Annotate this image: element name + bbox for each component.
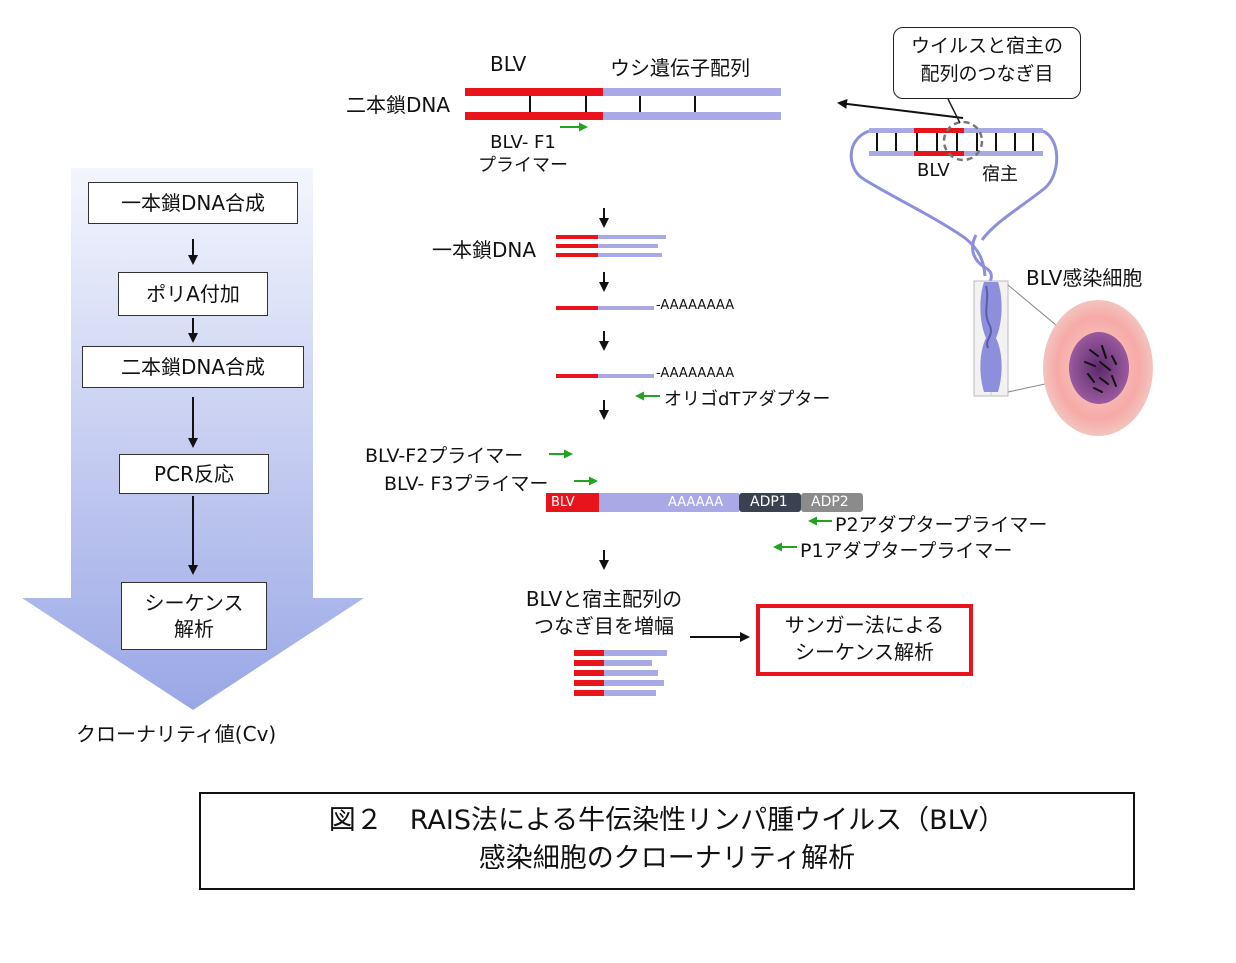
caption-line-2: 感染細胞のクローナリティ解析 xyxy=(478,843,856,874)
flow-step-ssdna-synthesis: 一本鎖DNA合成 xyxy=(88,182,298,224)
infected-cell-label: BLV感染細胞 xyxy=(1026,266,1143,290)
callout-pointer xyxy=(947,98,961,124)
ssdna-lines xyxy=(556,235,666,257)
chromosome xyxy=(973,280,1009,397)
zoom-arrow xyxy=(837,98,964,119)
junction-circle xyxy=(942,120,984,162)
flow-step-polya-addition: ポリA付加 xyxy=(118,272,268,316)
oligo-dt-adapter-label: オリゴdTアダプター xyxy=(664,389,831,410)
pcr-construct xyxy=(546,493,863,512)
nucleus-chromosomes xyxy=(1084,345,1117,393)
p2-adapter-primer-label: P2アダプタープライマー xyxy=(835,514,1048,536)
clonality-value-label: クローナリティ値(Cv) xyxy=(76,722,277,746)
f1-primer-label: BLV- F1 プライマー xyxy=(478,132,568,176)
dsdna-label: 二本鎖DNA xyxy=(346,93,451,117)
p1-adapter-primer-label: P1アダプタープライマー xyxy=(800,540,1013,562)
cell-host-label: 宿主 xyxy=(982,164,1018,185)
pcr-polya-segment: AAAAAA xyxy=(668,495,724,510)
f3-primer-label: BLV- F3プライマー xyxy=(384,473,549,495)
dsdna-strands xyxy=(465,88,781,120)
pcr-adp2-segment: ADP2 xyxy=(811,494,849,510)
ssdna-label: 一本鎖DNA xyxy=(432,238,537,262)
pcr-adp1-segment: ADP1 xyxy=(750,494,788,510)
caption-line-1: 図２ RAIS法による牛伝染性リンパ腫ウイルス（BLV） xyxy=(328,805,1006,836)
flow-step-dsdna-synthesis: 二本鎖DNA合成 xyxy=(82,346,304,388)
sanger-sequencing-label: サンガー法による シーケンス解析 xyxy=(784,613,945,664)
flow-step-sequencing: シーケンス 解析 xyxy=(121,582,267,650)
pcr-blv-segment: BLV xyxy=(551,495,575,510)
amplicon-lines xyxy=(574,650,667,696)
cell-blv-label: BLV xyxy=(917,160,950,181)
polya-lines xyxy=(556,306,654,378)
cell-nucleus xyxy=(1069,332,1129,404)
f2-primer-label: BLV-F2プライマー xyxy=(365,445,524,467)
junction-callout-text: ウイルスと宿主の 配列のつなぎ目 xyxy=(910,35,1063,85)
polya-tail-1: -AAAAAAAA xyxy=(656,298,735,313)
cell-dsdna xyxy=(869,120,1043,162)
flow-step-pcr: PCR反応 xyxy=(119,454,269,494)
amplify-junction-label: BLVと宿主配列の つなぎ目を増幅 xyxy=(525,587,683,638)
figure-caption: 図２ RAIS法による牛伝染性リンパ腫ウイルス（BLV） 感染細胞のクローナリテ… xyxy=(199,792,1135,890)
sanger-sequencing-box: サンガー法による シーケンス解析 xyxy=(756,604,973,676)
dsdna-host-label: ウシ遺伝子配列 xyxy=(610,56,750,80)
junction-callout: ウイルスと宿主の 配列のつなぎ目 xyxy=(893,27,1081,99)
dsdna-blv-label: BLV xyxy=(490,52,527,76)
polya-tail-2: -AAAAAAAA xyxy=(656,366,735,381)
